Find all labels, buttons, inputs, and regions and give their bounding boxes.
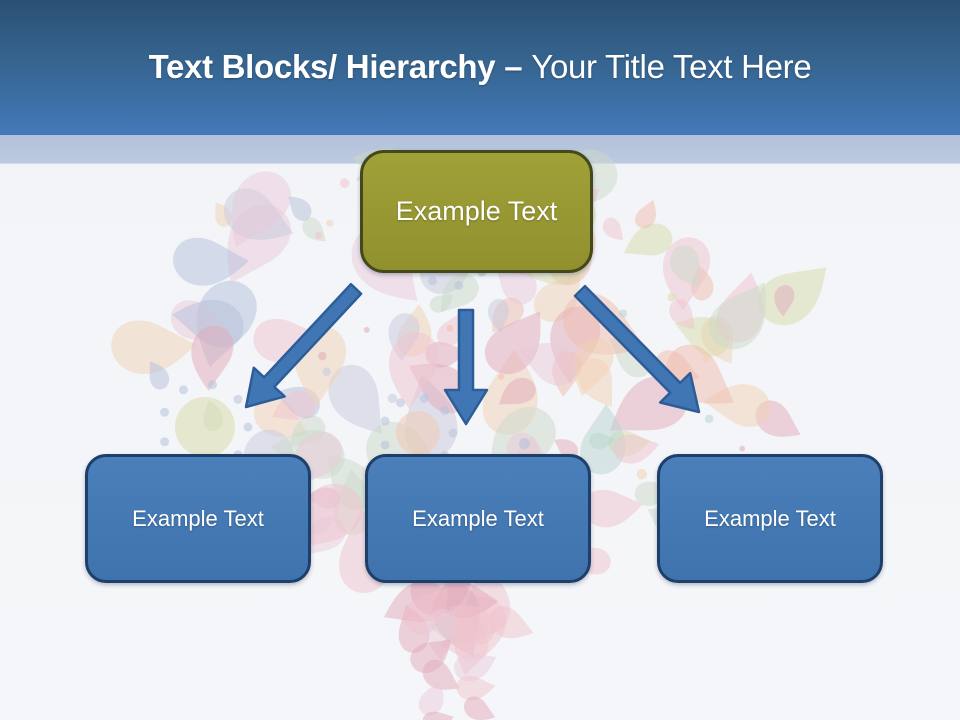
root-node-label: Example Text: [395, 196, 558, 226]
child-node-2-label: Example Text: [412, 505, 544, 531]
title-regular: Your Title Text Here: [531, 48, 812, 85]
arrow-down-left-icon: [244, 282, 363, 409]
arrow-down-right-icon: [573, 284, 701, 414]
child-node-3: Example Text: [657, 454, 883, 583]
header-bar: Text Blocks/ Hierarchy –Your Title Text …: [0, 0, 960, 135]
child-node-2: Example Text: [365, 454, 591, 583]
arrow-down-icon: [443, 308, 489, 426]
root-node: Example Text: [360, 150, 593, 273]
slide-title: Text Blocks/ Hierarchy –Your Title Text …: [0, 48, 960, 86]
child-node-1: Example Text: [85, 454, 311, 583]
title-bold: Text Blocks/ Hierarchy –: [148, 48, 523, 85]
child-node-1-label: Example Text: [132, 505, 264, 531]
child-node-3-label: Example Text: [704, 505, 836, 531]
